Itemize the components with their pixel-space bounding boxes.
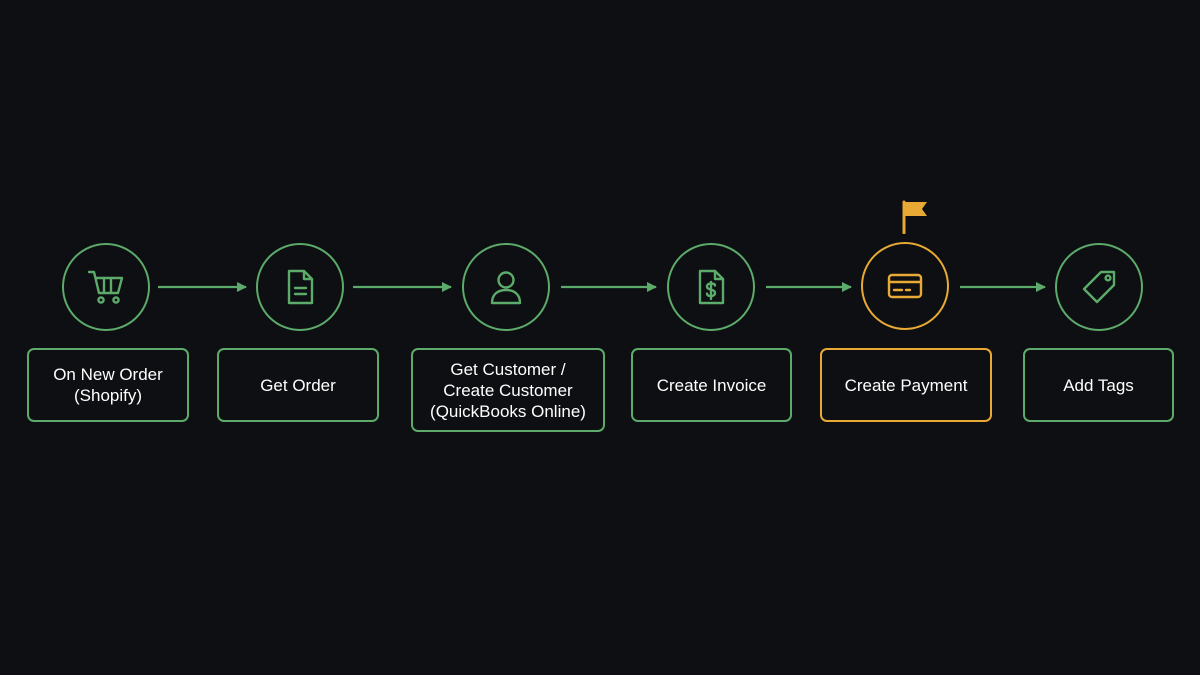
step-2-label[interactable]: Get Order (217, 348, 379, 422)
step-6-circle[interactable] (1055, 243, 1143, 331)
tag-icon (1082, 270, 1116, 304)
step-2-circle[interactable] (256, 243, 344, 331)
step-1-circle[interactable] (62, 243, 150, 331)
invoice-dollar-icon (698, 269, 725, 305)
user-icon (490, 271, 522, 305)
step-5-label[interactable]: Create Payment (820, 348, 992, 422)
step-6-label[interactable]: Add Tags (1023, 348, 1174, 422)
credit-card-icon (887, 273, 923, 299)
document-icon (287, 269, 314, 305)
step-1-label[interactable]: On New Order (Shopify) (27, 348, 189, 422)
step-5-circle[interactable] (861, 242, 949, 330)
step-3-label[interactable]: Get Customer / Create Customer (QuickBoo… (411, 348, 605, 432)
step-4-circle[interactable] (667, 243, 755, 331)
flag-icon (902, 200, 927, 234)
shopping-cart-icon (87, 270, 124, 304)
step-4-label[interactable]: Create Invoice (631, 348, 792, 422)
step-3-circle[interactable] (462, 243, 550, 331)
